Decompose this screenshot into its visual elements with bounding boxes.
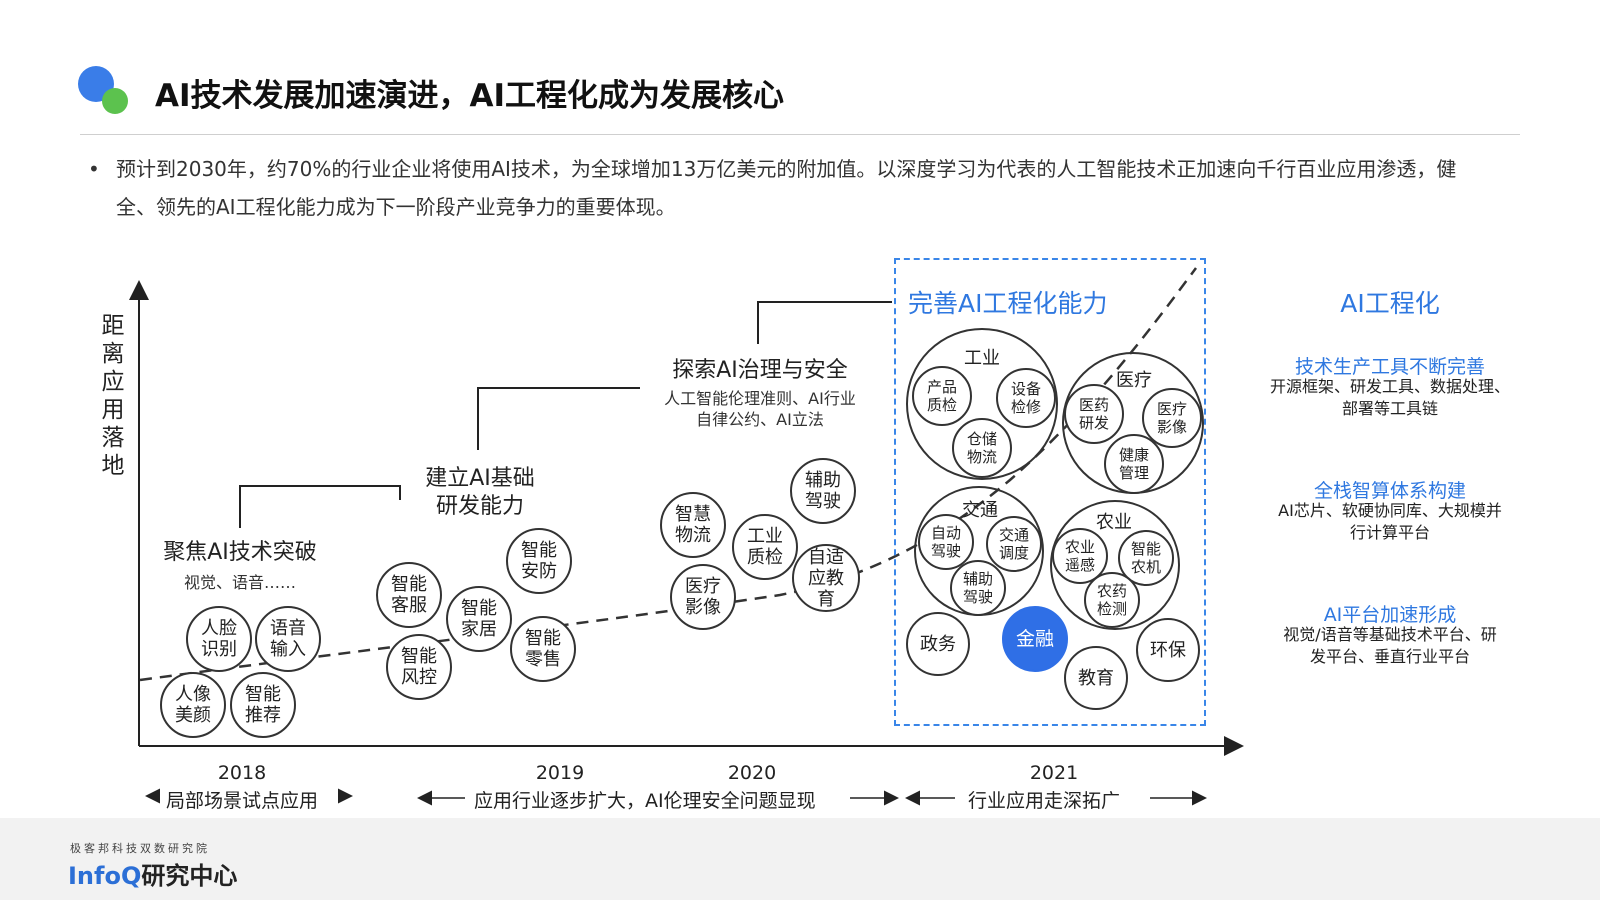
cluster-jiaotong-item-1: 自动 驾驶 (918, 514, 974, 570)
right-item3-heading: AI平台加速形成 (1323, 604, 1457, 626)
cluster-yiliao-item-3: 健康 管理 (1104, 434, 1164, 494)
bubble-fuzhu: 辅助 驾驶 (790, 458, 856, 524)
right-item1-desc-2: 部署等工具链 (1341, 399, 1438, 418)
title-divider (80, 134, 1520, 135)
footer-logo: InfoQ研究中心 (68, 856, 237, 891)
cluster-gongye-item-1: 产品 质检 (912, 366, 972, 426)
right-item2-desc-2: 行计算平台 (1349, 523, 1430, 542)
cluster-gongye-item-3: 仓储 物流 (952, 418, 1012, 478)
bullet-marker: • (88, 157, 100, 181)
stage1-sub: 视觉、语音…… (183, 573, 296, 592)
bubble-jinrong: 金融 (1002, 606, 1068, 672)
bubble-yuyin: 语音 输入 (255, 606, 321, 672)
cluster-yiliao-item-2: 医疗 影像 (1142, 388, 1202, 448)
year-2021: 2021 (1029, 762, 1079, 784)
bubble-wuliu: 智慧 物流 (660, 492, 726, 558)
cluster-jiaotong-title: 交通 (962, 500, 998, 521)
right-item3-desc-2: 发平台、垂直行业平台 (1309, 647, 1470, 666)
stage-connector-2 (477, 387, 640, 450)
cluster-gongye-item-2: 设备 检修 (996, 368, 1056, 428)
cluster-jiaotong-item-3: 辅助 驾驶 (950, 560, 1006, 616)
engineering-box (894, 258, 1206, 726)
bubble-renlian: 人脸 识别 (186, 606, 252, 672)
intro-text: 预计到2030年，约70%的行业企业将使用AI技术，为全球增加13万亿美元的附加… (116, 157, 1457, 219)
right-item3-desc-1: 视觉/语音等基础技术平台、研 (1283, 625, 1497, 644)
bubble-jiaoyu: 自适 应教 育 (792, 544, 860, 612)
bubble-anfang: 智能 安防 (506, 528, 572, 594)
cluster-nongye-item-3: 农药 检测 (1084, 572, 1140, 628)
right-item2-desc-1: AI芯片、软硬协同库、大规模并 (1278, 501, 1502, 520)
cluster-nongye (1050, 500, 1180, 630)
footer-brand-b: 研究中心 (141, 862, 238, 890)
stage3-sub-2: 自律公约、AI立法 (696, 410, 824, 429)
right-item2-heading: 全栈智算体系构建 (1313, 480, 1466, 502)
bubble-jiaoyu-2021: 教育 (1064, 646, 1128, 710)
stage3-title: 探索AI治理与安全 (672, 358, 848, 383)
era-2: 应用行业逐步扩大，AI伦理安全问题显现 (474, 790, 816, 812)
y-axis-label: 距离应用落地 (101, 313, 125, 479)
cluster-gongye (906, 328, 1058, 480)
bubble-jiaju: 智能 家居 (446, 586, 512, 652)
cluster-yiliao-title: 医疗 (1116, 370, 1152, 391)
era-1: 局部场景试点应用 (166, 790, 319, 812)
stage3-sub-1: 人工智能伦理准则、AI行业 (664, 389, 856, 408)
page-title: AI技术发展加速演进，AI工程化成为发展核心 (155, 78, 785, 114)
bubble-kefu: 智能 客服 (376, 562, 442, 628)
year-2019: 2019 (535, 762, 585, 784)
bubble-renxiang: 人像 美颜 (160, 672, 226, 738)
intro-bullet: • 预计到2030年，约70%的行业企业将使用AI技术，为全球增加13万亿美元的… (88, 150, 1488, 226)
bubble-lingshou: 智能 零售 (510, 616, 576, 682)
title-dot-green (102, 88, 128, 114)
right-title: AI工程化 (1340, 289, 1440, 318)
bubble-tuijian: 智能 推荐 (230, 672, 296, 738)
year-2020: 2020 (727, 762, 777, 784)
cluster-gongye-title: 工业 (964, 348, 1000, 369)
stage-connector-1 (239, 485, 401, 528)
cluster-jiaotong-item-2: 交通 调度 (986, 516, 1042, 572)
bubble-huanbao: 环保 (1136, 618, 1200, 682)
stage2-title-1: 建立AI基础 (425, 466, 535, 491)
right-item1-heading: 技术生产工具不断完善 (1294, 356, 1485, 378)
year-2018: 2018 (217, 762, 267, 784)
footer-brand-a: InfoQ (68, 862, 142, 890)
footer-bar (0, 818, 1600, 900)
footer-org: 极客邦科技双数研究院 (70, 842, 210, 855)
cluster-yiliao-item-1: 医药 研发 (1064, 384, 1124, 444)
right-item1-desc-1: 开源框架、研发工具、数据处理、 (1269, 377, 1510, 396)
era-3: 行业应用走深拓广 (968, 790, 1121, 812)
bubble-zhengwu: 政务 (906, 612, 970, 676)
stage-connector-3 (757, 301, 892, 344)
bubble-fengkong: 智能 风控 (386, 634, 452, 700)
stage4-title: 完善AI工程化能力 (908, 289, 1108, 318)
bubble-yiliao: 医疗 影像 (670, 564, 736, 630)
stage1-title: 聚焦AI技术突破 (163, 540, 317, 565)
bubble-gongye: 工业 质检 (732, 514, 798, 580)
stage2-title-2: 研发能力 (435, 494, 524, 519)
cluster-nongye-title: 农业 (1096, 512, 1132, 533)
